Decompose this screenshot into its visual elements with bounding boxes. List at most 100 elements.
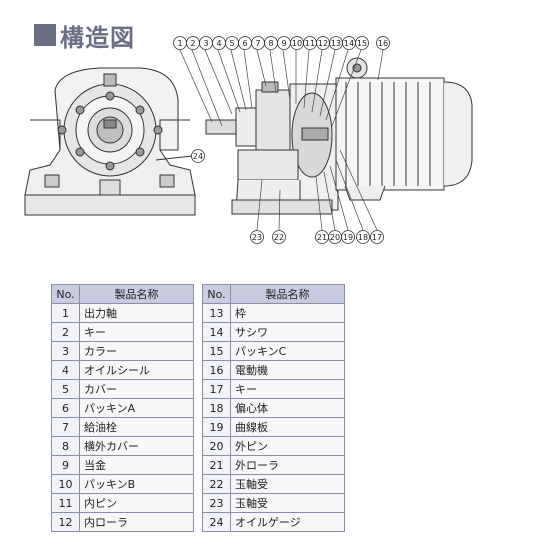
table-header-row: No. 製品名称: [51, 284, 194, 304]
callout-label: 21: [317, 233, 327, 242]
callout-label: 12: [318, 39, 328, 48]
callout-label: 13: [331, 39, 341, 48]
part-number: 8: [51, 436, 80, 456]
part-number: 10: [51, 474, 80, 494]
part-number: 18: [202, 398, 231, 418]
part-number: 19: [202, 417, 231, 437]
part-number: 16: [202, 360, 231, 380]
callout-label: 24: [193, 152, 203, 161]
part-name: 外ローラ: [230, 455, 345, 475]
part-name: オイルゲージ: [230, 512, 345, 532]
callout-label: 23: [252, 233, 262, 242]
page-title: 構造図: [34, 20, 135, 52]
part-name: オイルシール: [79, 360, 194, 380]
callout-label: 19: [343, 233, 353, 242]
part-name: カラー: [79, 341, 194, 361]
part-number: 11: [51, 493, 80, 513]
header-no: No.: [51, 284, 80, 304]
callout-label: 15: [357, 39, 367, 48]
front-view: [24, 67, 196, 216]
part-name: 出力軸: [79, 303, 194, 323]
part-number: 2: [51, 322, 80, 342]
callout-label: 2: [190, 39, 195, 48]
callout-circle: [250, 230, 264, 244]
part-name: 玉軸受: [230, 474, 345, 494]
part-name: キー: [79, 322, 194, 342]
part-name: パッキンB: [79, 474, 194, 494]
callout-label: 6: [242, 39, 247, 48]
part-name: パッキンC: [230, 341, 345, 361]
callout-circle: [341, 230, 355, 244]
part-number: 4: [51, 360, 80, 380]
part-number: 7: [51, 417, 80, 437]
callout-circle: [370, 230, 384, 244]
callout-label: 4: [216, 39, 221, 48]
part-name: 内ローラ: [79, 512, 194, 532]
part-number: 21: [202, 455, 231, 475]
part-name: 内ピン: [79, 493, 194, 513]
part-name: 外ピン: [230, 436, 345, 456]
part-name: 給油栓: [79, 417, 194, 437]
callout-label: 16: [378, 39, 388, 48]
title-square-icon: [34, 24, 56, 46]
table-header-row: No. 製品名称: [202, 284, 345, 304]
part-name: サシワ: [230, 322, 345, 342]
callout-label: 3: [203, 39, 208, 48]
part-number: 9: [51, 455, 80, 475]
callout-label: 20: [330, 233, 340, 242]
callout-label: 22: [274, 233, 284, 242]
part-name: 電動機: [230, 360, 345, 380]
header-name: 製品名称: [230, 284, 345, 304]
callout-label: 1: [177, 39, 182, 48]
header-no: No.: [202, 284, 231, 304]
callout-label: 18: [358, 233, 368, 242]
callout-label: 11: [305, 39, 315, 48]
callout-label: 14: [344, 39, 354, 48]
part-name: カバー: [79, 379, 194, 399]
callout-label: 7: [255, 39, 260, 48]
part-number: 15: [202, 341, 231, 361]
callout-circle: [355, 36, 369, 50]
part-name: 偏心体: [230, 398, 345, 418]
part-number: 24: [202, 512, 231, 532]
part-number: 23: [202, 493, 231, 513]
callout-circle: [272, 230, 286, 244]
callout-circle: [376, 36, 390, 50]
part-number: 3: [51, 341, 80, 361]
part-name: 横外カバー: [79, 436, 194, 456]
part-name: 枠: [230, 303, 345, 323]
callout-circle: [191, 149, 205, 163]
part-number: 17: [202, 379, 231, 399]
part-name: 当金: [79, 455, 194, 475]
callout-circle: [356, 230, 370, 244]
side-section-view: [205, 57, 473, 215]
part-number: 12: [51, 512, 80, 532]
callout-label: 17: [372, 233, 382, 242]
part-number: 13: [202, 303, 231, 323]
